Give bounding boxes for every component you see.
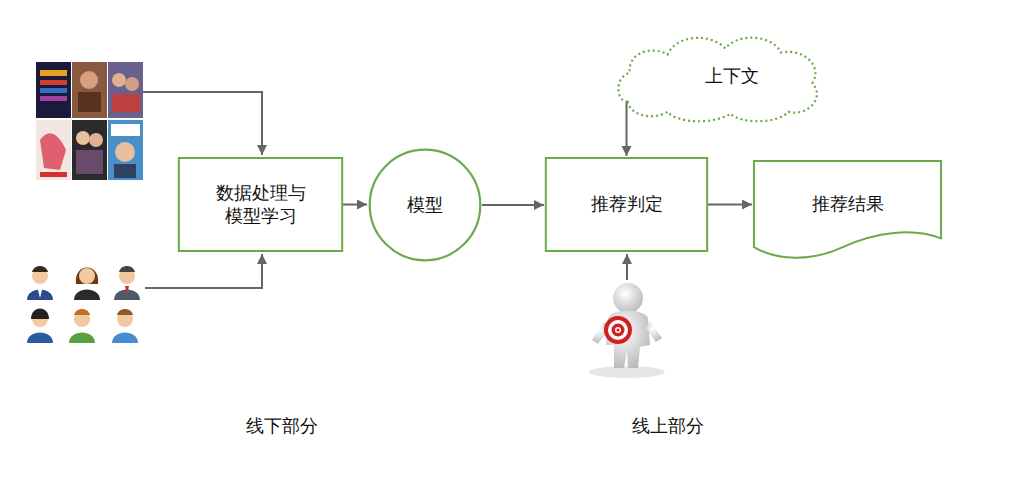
user-icons: [27, 266, 140, 343]
user-feed-line: [626, 254, 628, 280]
node-label: 上下文: [705, 65, 759, 88]
section-label: 线下部分: [246, 414, 318, 438]
section-label: 线上部分: [632, 414, 704, 438]
target-user: [589, 283, 665, 378]
node-label: 推荐判定: [591, 193, 663, 216]
context-cloud: 上下文: [615, 30, 825, 122]
movie-posters: [36, 62, 143, 180]
data-feed-line: [143, 92, 262, 155]
document-shape: 推荐结果: [753, 160, 942, 258]
process-box: 数据处理与模型学习: [178, 157, 343, 252]
data-feed-line: [145, 254, 262, 288]
node-label: 数据处理与模型学习: [211, 182, 310, 227]
model-circle: 模型: [368, 148, 482, 262]
rect-outline: [546, 158, 707, 251]
process-box: 推荐判定: [545, 157, 708, 252]
doc-outline: [754, 161, 941, 258]
flow-arrow: [626, 102, 628, 156]
node-label: 推荐结果: [812, 193, 884, 216]
flow-arrow: [482, 204, 544, 206]
node-label: 模型: [407, 194, 443, 217]
cloud-outline: [618, 38, 816, 122]
rect-outline: [179, 158, 342, 251]
circle-outline: [370, 150, 481, 261]
flow-arrow: [343, 204, 367, 206]
flow-arrow: [708, 204, 752, 206]
